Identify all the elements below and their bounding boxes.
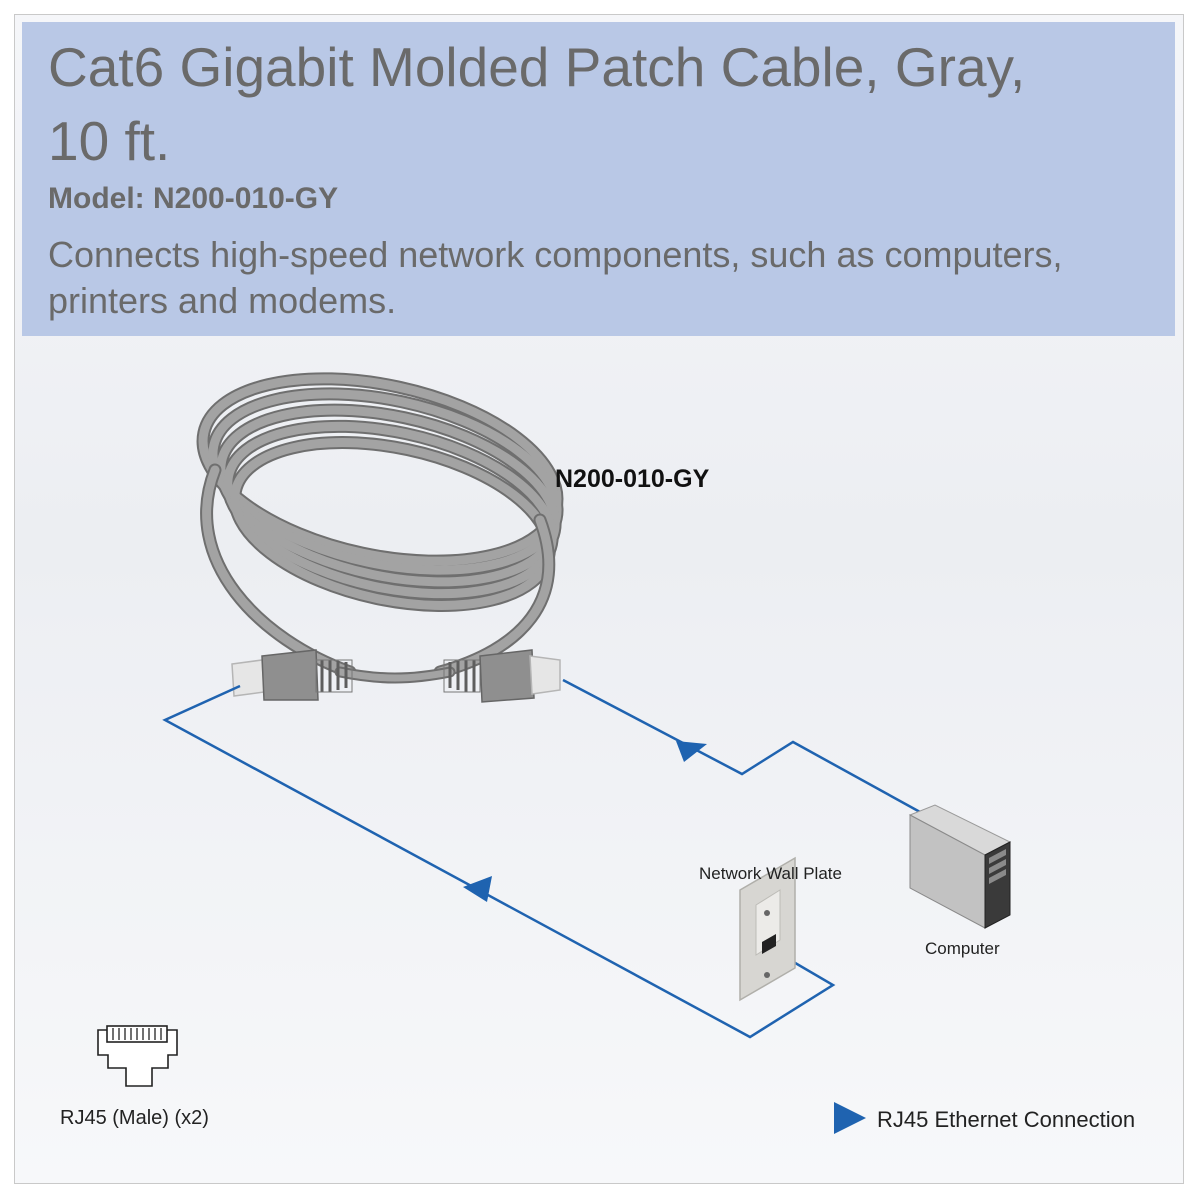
direction-arrow-icon	[463, 876, 492, 902]
rj45-connector-icon	[97, 1025, 178, 1087]
connection-line	[162, 678, 921, 1039]
header-panel	[22, 22, 1175, 336]
wall-plate-label: Network Wall Plate	[699, 864, 842, 883]
product-title: Cat6 Gigabit Molded Patch Cable, Gray, 1…	[48, 36, 1026, 172]
cable-coil-icon	[196, 372, 564, 684]
computer-label: Computer	[925, 939, 1000, 958]
rj45-plug-right-icon	[443, 649, 561, 703]
legend-arrow-icon	[834, 1102, 866, 1134]
product-part-label: N200-010-GY	[555, 465, 710, 493]
rj45-plug-left-icon	[231, 649, 353, 701]
connector-label: RJ45 (Male) (x2)	[60, 1107, 209, 1129]
computer-icon	[908, 804, 1012, 929]
direction-arrow-icon	[676, 741, 707, 762]
model-number: Model: N200-010-GY	[48, 182, 339, 215]
legend-label: RJ45 Ethernet Connection	[877, 1107, 1136, 1132]
wall-plate-icon	[739, 856, 796, 1002]
product-description: Connects high-speed network components, …	[48, 234, 1063, 321]
